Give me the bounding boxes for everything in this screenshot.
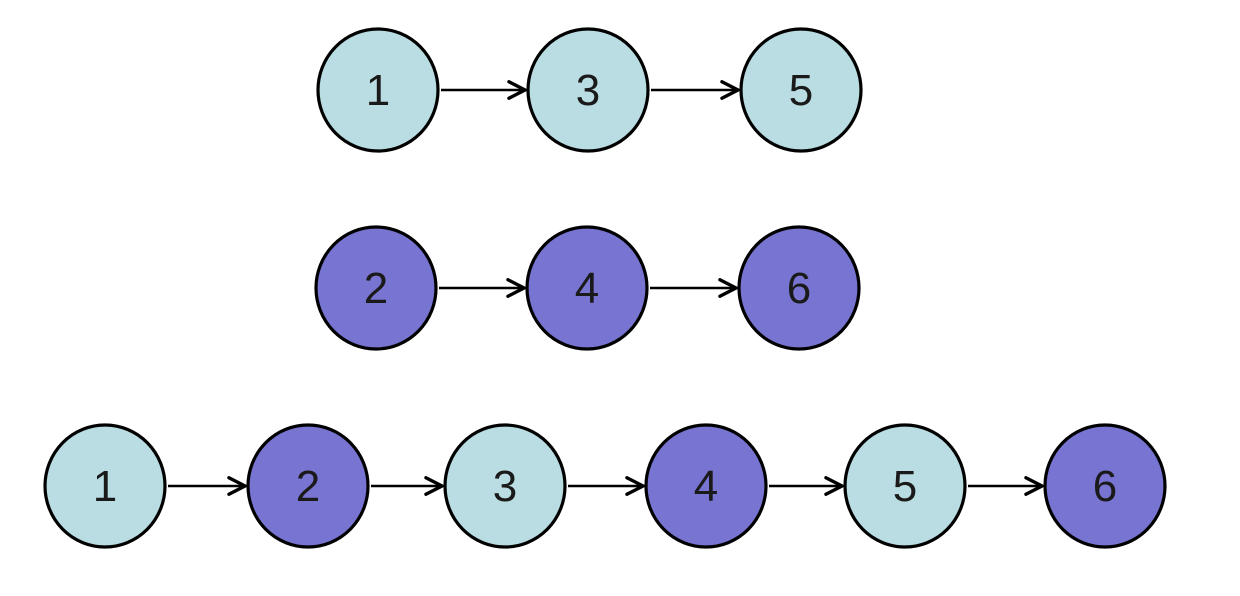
node-label-list-a-1: 1 bbox=[366, 66, 390, 115]
node-circle-list-a-3 bbox=[526, 27, 650, 153]
node-label-merged-list-4: 4 bbox=[694, 462, 718, 511]
node-circle-list-a-5 bbox=[739, 27, 863, 153]
node-label-list-b-6: 6 bbox=[787, 264, 811, 313]
node-circle-list-b-2 bbox=[314, 225, 438, 351]
node-circle-merged-list-4 bbox=[644, 423, 768, 549]
node-circle-merged-list-3 bbox=[443, 423, 567, 549]
node-circle-list-b-4 bbox=[525, 225, 649, 351]
node-circle-list-b-6 bbox=[737, 225, 861, 351]
node-label-merged-list-3: 3 bbox=[493, 462, 517, 511]
node-circle-merged-list-1 bbox=[43, 423, 167, 549]
node-label-list-b-4: 4 bbox=[575, 264, 599, 313]
node-label-list-b-2: 2 bbox=[364, 264, 388, 313]
node-label-merged-list-1: 1 bbox=[93, 462, 117, 511]
node-label-merged-list-5: 5 bbox=[893, 462, 917, 511]
node-label-list-a-3: 3 bbox=[576, 66, 600, 115]
node-circle-merged-list-5 bbox=[843, 423, 967, 549]
node-label-list-a-5: 5 bbox=[789, 66, 813, 115]
node-circle-merged-list-6 bbox=[1043, 423, 1167, 549]
node-circle-merged-list-2 bbox=[246, 423, 370, 549]
node-circle-list-a-1 bbox=[316, 27, 440, 153]
node-label-merged-list-2: 2 bbox=[296, 462, 320, 511]
node-label-merged-list-6: 6 bbox=[1093, 462, 1117, 511]
